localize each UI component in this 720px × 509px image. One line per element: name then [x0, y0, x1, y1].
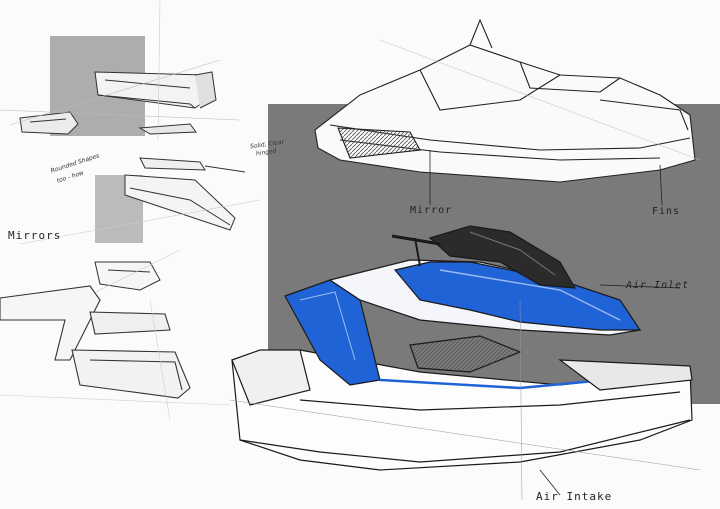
label-air-intake: Air Intake	[536, 490, 613, 503]
annotation-leaders	[539, 284, 681, 496]
label-mirrors: Mirrors	[8, 229, 62, 242]
mirror-sketch-small	[79, 249, 181, 301]
jetski-sketch-top	[314, 18, 701, 206]
mirror-sketch-large	[0, 285, 231, 421]
label-fins: Fins	[652, 206, 681, 217]
label-air-inlet: Air Inlet	[626, 280, 690, 291]
jetski-render-main	[229, 225, 701, 501]
mirror-sketch-top	[0, 0, 241, 141]
mirror-sketch-middle	[19, 157, 261, 245]
label-mirror: Mirror	[410, 205, 453, 216]
